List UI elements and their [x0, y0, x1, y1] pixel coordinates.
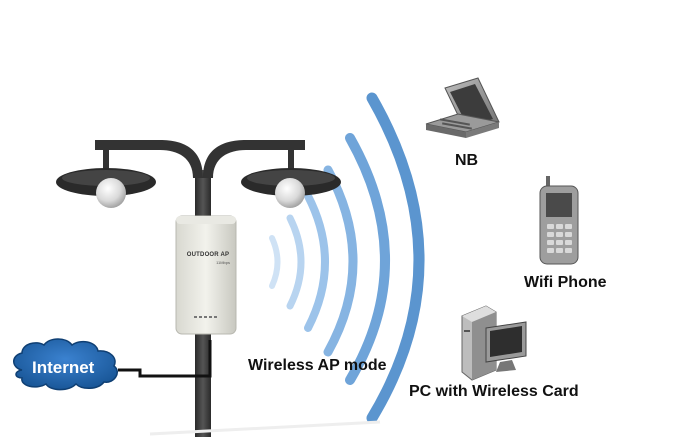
- wave-6: [366, 92, 425, 424]
- wave-2: [286, 214, 305, 310]
- left-lamp: [56, 168, 156, 208]
- left-hanger: [103, 148, 109, 170]
- floor-line: [149, 420, 381, 436]
- right-hanger: [288, 148, 294, 170]
- wave-5: [345, 133, 390, 385]
- pole-right-arm: [203, 140, 305, 178]
- internet-cloud-icon: [13, 338, 118, 391]
- laptop-icon: [425, 77, 500, 138]
- ap-mode-label: Wireless AP mode: [248, 357, 387, 374]
- internet-label: Internet: [32, 358, 95, 377]
- wifi-phone-label: Wifi Phone: [524, 274, 607, 291]
- ap-device-label: OUTDOOR AP: [186, 252, 230, 258]
- wave-1: [269, 235, 281, 289]
- nb-label: NB: [455, 152, 479, 169]
- right-lamp-bulb: [275, 178, 305, 208]
- left-lamp-bulb: [96, 178, 126, 208]
- pc-label: PC with Wireless Card: [409, 383, 579, 400]
- right-lamp: [241, 168, 341, 208]
- wave-4: [323, 165, 358, 357]
- wave-3: [304, 192, 329, 332]
- ap-status-leds: [194, 316, 217, 318]
- desktop-pc-icon: [461, 305, 527, 381]
- outdoor-ap-device: [175, 215, 237, 335]
- phone-icon: [539, 176, 579, 265]
- pole-left-arm: [95, 140, 203, 178]
- internet-cable: [118, 340, 212, 378]
- wireless-waves: [269, 92, 425, 424]
- ap-device-sublabel: 11Mbps: [216, 260, 230, 265]
